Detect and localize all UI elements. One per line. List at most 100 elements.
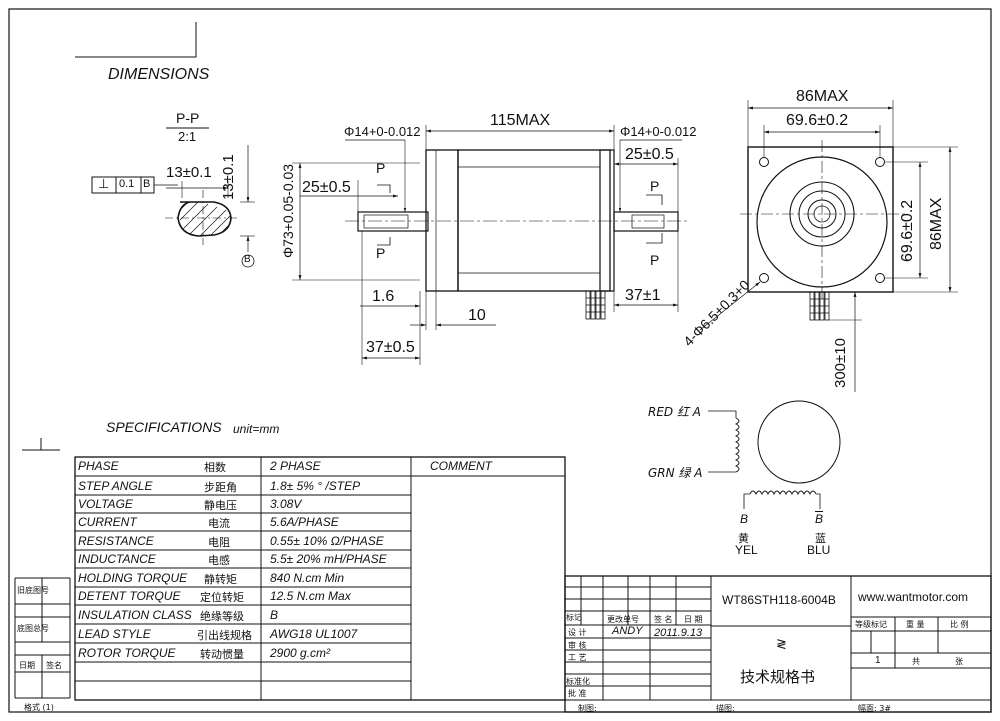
flange-width-dim: 86MAX	[796, 88, 849, 105]
front-shaft-extension-dim: 37±0.5	[366, 339, 415, 356]
spec-value: 5.6A/PHASE	[270, 515, 339, 529]
spec-table-grid	[74, 456, 566, 701]
wiring-diagram	[708, 400, 841, 509]
sheet-number: 1	[875, 655, 881, 666]
side-view	[292, 125, 688, 365]
body-diameter-dim: Φ73+0.05-0.03	[280, 163, 296, 258]
spec-label-cn: 相数	[204, 461, 226, 474]
section-mark-p2: P	[376, 245, 386, 261]
document-title: 技术规格书	[740, 668, 816, 686]
ratio-label: 比 例	[950, 620, 969, 629]
wire-b-label: B	[740, 512, 749, 526]
wire-yellow-cn: 黄	[738, 532, 749, 545]
spec-value: 1.8± 5% ° /STEP	[270, 479, 361, 493]
standardization-label: 标准化	[566, 677, 590, 686]
flange-height-dim: 86MAX	[928, 197, 945, 250]
date-label: 日期	[19, 661, 35, 670]
spec-label-cn: 绝缘等级	[200, 610, 244, 623]
spec-label-cn: 步距角	[204, 481, 237, 494]
company-website: www.wantmotor.com	[858, 590, 969, 604]
outer-frame	[8, 8, 992, 713]
spec-label-en: VOLTAGE	[78, 497, 133, 511]
base-drawing-label: 底图总号	[17, 624, 49, 633]
spec-label-cn: 电流	[208, 517, 230, 530]
section-mark-p4: P	[650, 252, 660, 268]
drawn-by-label: 制图:	[578, 704, 597, 713]
spec-label-en: HOLDING TORQUE	[78, 571, 188, 585]
perpendicularity-datum: B	[143, 178, 151, 190]
review-label: 审 核	[568, 641, 587, 650]
format-label: 格式 (1)	[24, 703, 54, 712]
total-label: 共	[912, 657, 920, 666]
spec-label-en: LEAD STYLE	[78, 627, 151, 641]
flat-height-dim: 13±0.1	[220, 154, 237, 200]
wire-red-label: RED 红 A	[648, 405, 701, 419]
spec-label-cn: 转动惯量	[200, 648, 244, 661]
spec-label-en: INSULATION CLASS	[78, 608, 192, 622]
logo-mark: ≷	[776, 636, 787, 651]
traced-by-label: 描图:	[716, 704, 735, 713]
spec-label-en: DETENT TORQUE	[78, 589, 181, 603]
spec-label-en: ROTOR TORQUE	[78, 646, 176, 660]
flange-thickness-dim: 10	[468, 307, 486, 324]
spec-label-en: RESISTANCE	[78, 534, 154, 548]
spec-value: AWG18 UL1007	[270, 627, 358, 641]
overall-length-dim: 115MAX	[490, 112, 551, 129]
designer-name: ANDY	[612, 625, 643, 637]
old-drawing-label: 旧底图号	[17, 586, 49, 595]
spec-value: 2 PHASE	[270, 459, 321, 473]
hole-pitch-dim: 69.6±0.2	[786, 112, 849, 129]
front-view	[699, 100, 958, 392]
spec-label-en: STEP ANGLE	[78, 479, 153, 493]
sheet-size-label: 幅面: 3#	[858, 704, 892, 713]
hole-pitch-vertical-dim: 69.6±0.2	[899, 199, 916, 262]
corner-mark	[75, 22, 197, 58]
section-pp-label: P-P	[176, 110, 200, 126]
comment-header: COMMENT	[430, 459, 492, 473]
spec-value: 12.5 N.cm Max	[270, 589, 351, 603]
spec-label-cn: 定位转矩	[200, 591, 244, 604]
process-label: 工 艺	[568, 653, 587, 662]
spec-label-en: PHASE	[78, 459, 119, 473]
spec-value: 3.08V	[270, 497, 302, 511]
spec-value: 5.5± 20% mH/PHASE	[270, 552, 387, 566]
flat-width-dim: 13±0.1	[166, 164, 212, 181]
front-shaft-length-dim: 25±0.5	[302, 179, 351, 196]
spec-value: 2900 g.cm²	[270, 646, 331, 660]
title-block-grid	[564, 575, 992, 713]
wire-b-bar-label: B	[815, 512, 824, 526]
dimensions-heading: DIMENSIONS	[108, 66, 210, 83]
design-date: 2011.9.13	[654, 627, 703, 639]
wire-green-label: GRN 绿 A	[648, 466, 703, 480]
spec-label-cn: 静电压	[204, 499, 237, 512]
rear-shaft-diameter: Φ14+0-0.012	[620, 124, 697, 139]
sheets-label: 张	[955, 657, 963, 666]
boss-depth-dim: 1.6	[372, 288, 395, 305]
lead-length-dim: 300±10	[832, 338, 849, 388]
approve-label: 批 准	[568, 689, 587, 698]
spec-label-cn: 引出线规格	[197, 629, 252, 642]
section-view	[91, 127, 255, 268]
wire-blue-en: BLU	[807, 543, 831, 557]
spec-label-cn: 电阻	[208, 536, 230, 549]
perpendicularity-value: 0.1	[119, 178, 135, 190]
binding-column	[14, 577, 71, 699]
change-no-label: 更改单号	[607, 615, 639, 624]
front-shaft-diameter: Φ14+0-0.012	[344, 124, 421, 139]
mark-column-label: 标记	[566, 613, 582, 622]
spec-label-en: INDUCTANCE	[78, 552, 156, 566]
rear-shaft-extension-dim: 37±1	[625, 287, 661, 304]
spec-value: 840 N.cm Min	[270, 571, 345, 585]
spec-value: 0.55± 10% Ω/PHASE	[270, 534, 384, 548]
sign-label: 签名	[46, 661, 62, 670]
wire-yellow-en: YEL	[735, 543, 758, 557]
datum-b-label: B	[244, 254, 251, 265]
date-column-label: 日 期	[684, 615, 703, 624]
section-scale-label: 2:1	[178, 129, 197, 144]
section-mark-p1: P	[376, 160, 386, 176]
center-mark	[22, 438, 60, 451]
perpendicularity-symbol: ⊥	[98, 176, 110, 191]
wire-blue-cn: 蓝	[815, 532, 826, 545]
design-label: 设 计	[568, 628, 587, 637]
